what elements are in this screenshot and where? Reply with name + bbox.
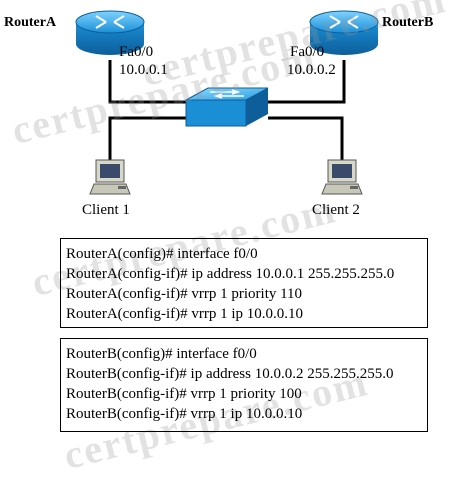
config-line: RouterA(config)# interface f0/0 <box>66 246 258 262</box>
client-2-computer-icon <box>321 159 363 195</box>
config-line: RouterA(config-if)# vrrp 1 priority 110 <box>66 286 303 302</box>
router-a-icon <box>75 10 145 55</box>
config-line: RouterB(config)# interface f0/0 <box>66 346 257 362</box>
router-a-interface: Fa0/0 <box>119 44 154 60</box>
router-a-ip: 10.0.0.1 <box>119 62 168 78</box>
router-b-icon <box>309 10 379 55</box>
router-b-name: RouterB <box>382 15 434 30</box>
link-switch-client2 <box>268 116 344 168</box>
router-a-name: RouterA <box>4 15 57 30</box>
config-line: RouterA(config-if)# ip address 10.0.0.1 … <box>66 266 395 282</box>
client-2-label: Client 2 <box>312 202 360 218</box>
switch-icon <box>185 87 269 127</box>
config-line: RouterB(config-if)# vrrp 1 ip 10.0.0.10 <box>66 406 303 422</box>
link-routerB-switch <box>268 60 346 104</box>
router-b-config-box: RouterB(config)# interface f0/0 RouterB(… <box>60 338 428 432</box>
link-switch-client1 <box>108 116 200 168</box>
router-b-interface: Fa0/0 <box>290 44 325 60</box>
router-a-config-box: RouterA(config)# interface f0/0 RouterA(… <box>60 238 428 328</box>
router-b-ip: 10.0.0.2 <box>287 62 336 78</box>
config-line: RouterA(config-if)# vrrp 1 ip 10.0.0.10 <box>66 306 304 322</box>
config-line: RouterB(config-if)# ip address 10.0.0.2 … <box>66 366 394 382</box>
links <box>108 60 346 168</box>
link-routerA-switch <box>108 60 200 104</box>
client-1-label: Client 1 <box>82 202 130 218</box>
network-diagram <box>75 10 379 195</box>
client-1-computer-icon <box>89 159 131 195</box>
config-line: RouterB(config-if)# vrrp 1 priority 100 <box>66 386 302 402</box>
